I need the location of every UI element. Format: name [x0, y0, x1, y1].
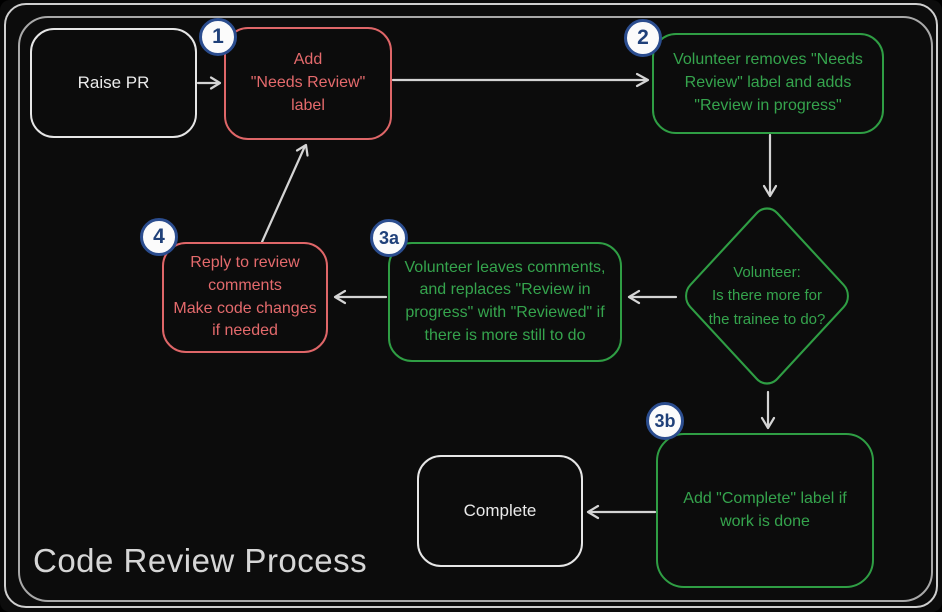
- node-raise-pr: Raise PR: [30, 28, 197, 138]
- step-badge-3b: 3b: [646, 402, 684, 440]
- node-complete: Complete: [417, 455, 583, 567]
- step-badge-1: 1: [199, 18, 237, 56]
- node-volunteer-removes: Volunteer removes "Needs Review" label a…: [652, 33, 884, 134]
- step-badge-2: 2: [624, 19, 662, 57]
- arrow-decision-to-volunteer-leaves: [627, 289, 678, 305]
- node-volunteer-leaves: Volunteer leaves comments, and replaces …: [388, 242, 622, 362]
- step-badge-3a: 3a: [370, 219, 408, 257]
- arrow-decision-to-add-complete: [760, 390, 776, 430]
- arrow-reply-to-add-needs-review: [260, 143, 309, 244]
- arrow-add-needs-review-to-volunteer-removes: [391, 72, 650, 88]
- decision-label: Volunteer: Is there more for the trainee…: [708, 264, 826, 328]
- decision-diamond: [685, 207, 849, 385]
- arrow-volunteer-removes-to-decision: [762, 133, 778, 198]
- arrow-raise-pr-to-add-needs-review: [196, 76, 222, 90]
- node-add-complete: Add "Complete" label if work is done: [656, 433, 874, 588]
- node-reply-to-review: Reply to review comments Make code chang…: [162, 242, 328, 353]
- arrow-add-complete-to-complete: [586, 504, 657, 520]
- arrow-volunteer-leaves-to-reply: [333, 289, 388, 305]
- node-add-needs-review: Add "Needs Review" label: [224, 27, 392, 140]
- diagram-title: Code Review Process: [33, 542, 368, 579]
- step-badge-4: 4: [140, 218, 178, 256]
